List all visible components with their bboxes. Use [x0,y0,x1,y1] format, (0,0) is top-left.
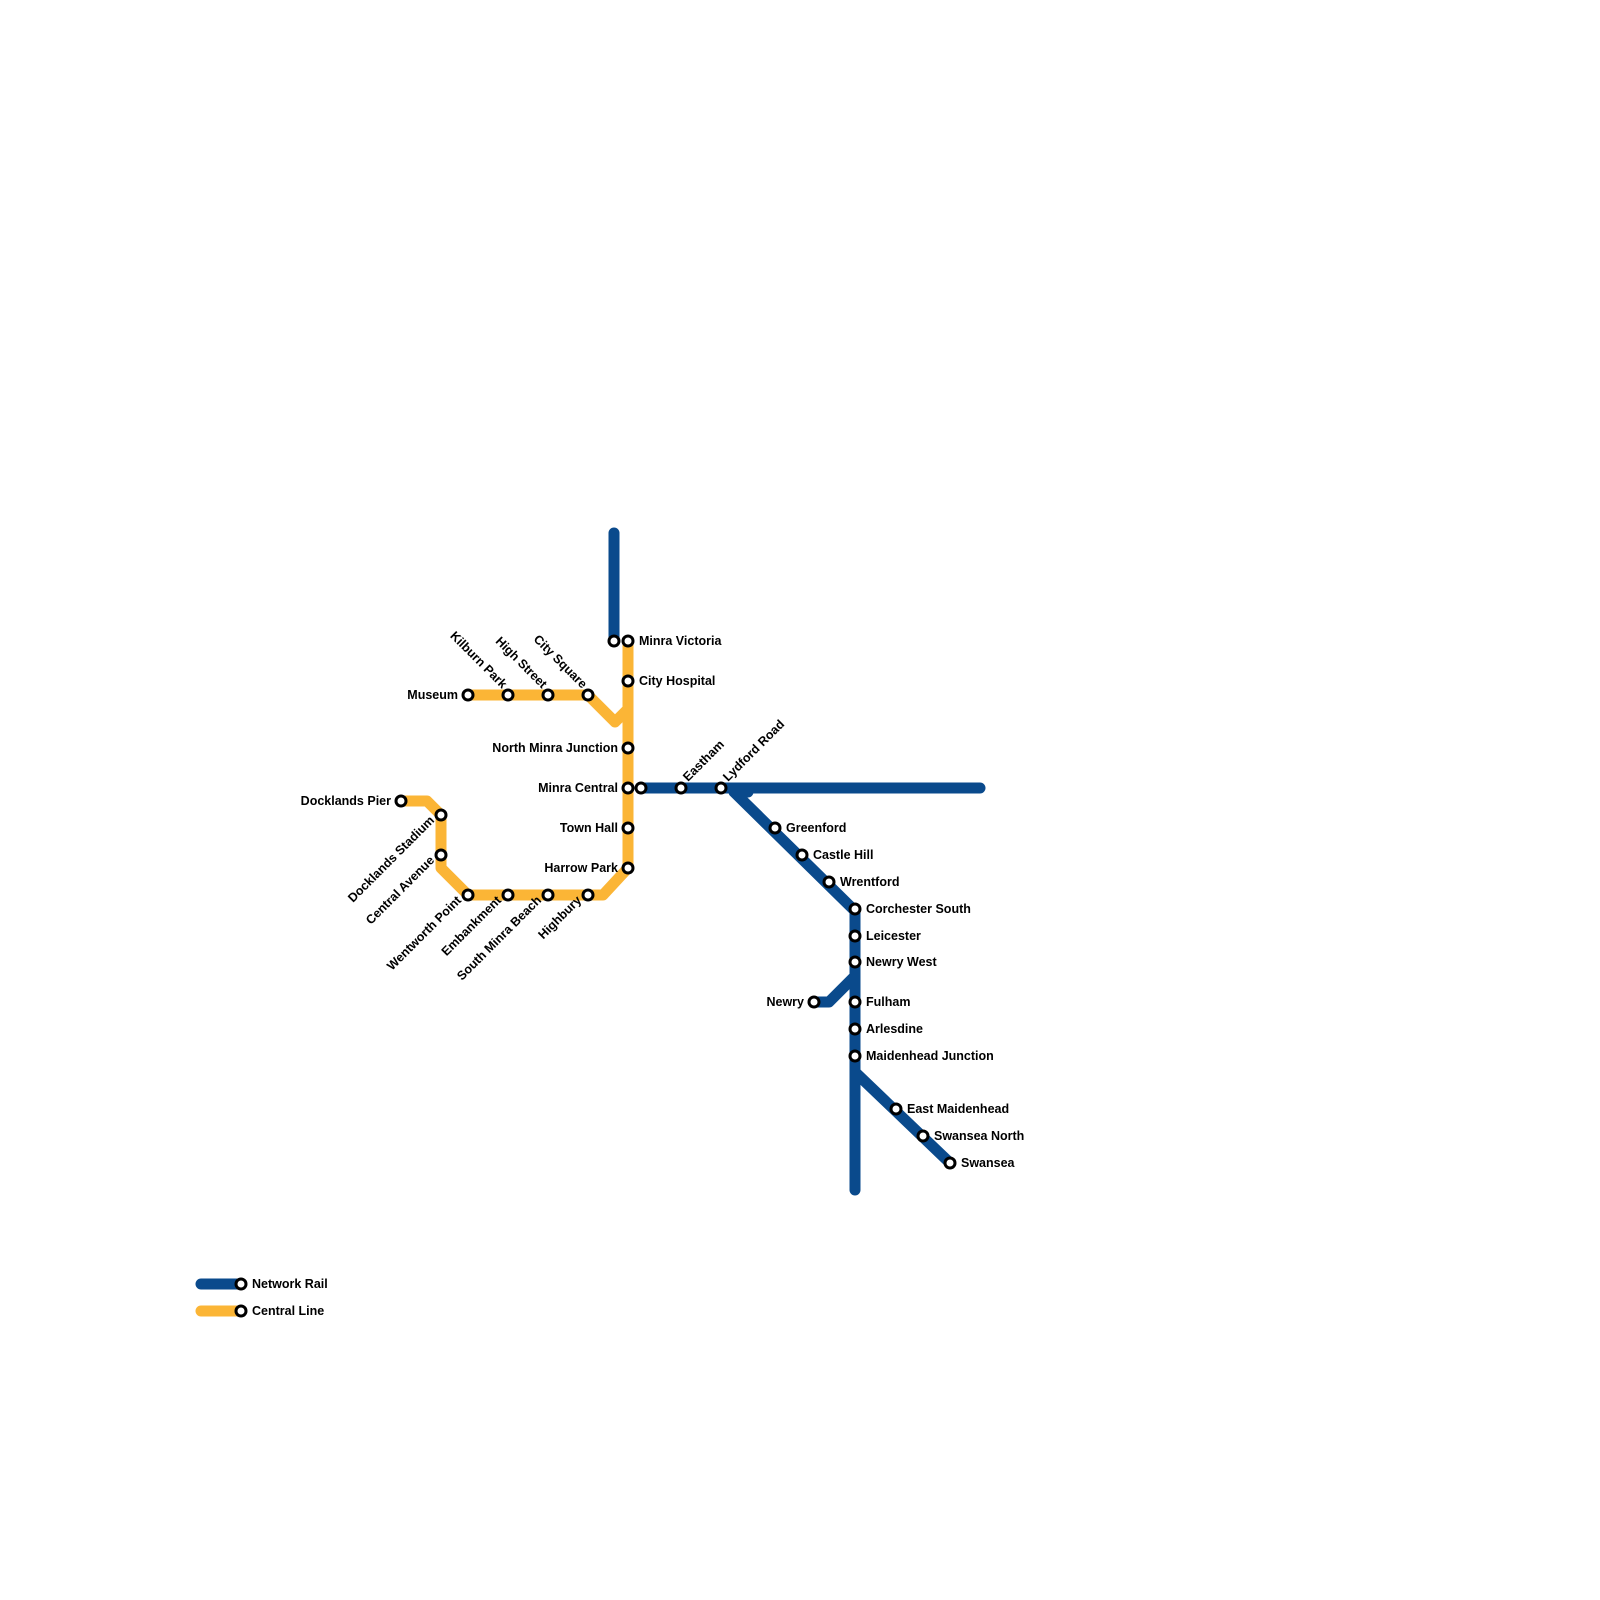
legend-label-central-line: Central Line [252,1304,324,1318]
station-maidenhead-junction[interactable] [848,1049,862,1063]
station-wentworth-point[interactable] [461,888,475,902]
station-kilburn-park[interactable] [501,688,515,702]
label-museum: Museum [407,688,458,702]
station-wrentford[interactable] [822,875,836,889]
station-highbury[interactable] [581,888,595,902]
station-newry[interactable] [807,995,821,1009]
legend-station-central-line [234,1304,248,1318]
label-north-minra-junction: North Minra Junction [492,741,618,755]
station-harrow-park[interactable] [621,861,635,875]
station-high-street[interactable] [541,688,555,702]
legend-station-network-rail [234,1277,248,1291]
station-museum[interactable] [461,688,475,702]
label-newry-west: Newry West [866,955,937,969]
label-city-hospital: City Hospital [639,674,715,688]
label-wentworth-point: Wentworth Point [384,893,465,974]
label-swansea-north: Swansea North [934,1129,1024,1143]
station-docklands-stadium[interactable] [434,808,448,822]
label-docklands-pier: Docklands Pier [301,794,391,808]
station-castle-hill[interactable] [795,848,809,862]
legend: Network Rail Central Line [195,1277,328,1318]
station-minra-central-nr[interactable] [634,781,648,795]
stations [394,634,957,1170]
label-minra-victoria: Minra Victoria [639,634,722,648]
network-rail-newry-branch [808,970,861,1008]
label-wrentford: Wrentford [840,875,900,889]
label-harrow-park: Harrow Park [544,861,618,875]
station-east-maidenhead[interactable] [889,1102,903,1116]
label-lydford-road: Lydford Road [720,717,787,784]
station-central-avenue[interactable] [434,848,448,862]
station-eastham[interactable] [674,781,688,795]
label-central-avenue: Central Avenue [363,853,437,927]
label-leicester: Leicester [866,929,921,943]
label-newry: Newry [766,995,804,1009]
legend-label-network-rail: Network Rail [252,1277,328,1291]
label-eastham: Eastham [680,737,727,784]
station-minra-victoria[interactable] [621,634,635,648]
label-maidenhead-junction: Maidenhead Junction [866,1049,994,1063]
station-fulham[interactable] [848,995,862,1009]
station-city-hospital[interactable] [621,674,635,688]
label-east-maidenhead: East Maidenhead [907,1102,1009,1116]
label-swansea: Swansea [961,1156,1016,1170]
station-north-minra-junction[interactable] [621,741,635,755]
label-greenford: Greenford [786,821,846,835]
label-town-hall: Town Hall [560,821,618,835]
station-city-square[interactable] [581,688,595,702]
station-minra-victoria-nr[interactable] [607,634,621,648]
label-corchester-south: Corchester South [866,902,971,916]
station-embankment[interactable] [501,888,515,902]
station-south-minra-beach[interactable] [541,888,555,902]
station-labels: Museum Kilburn Park High Street City Squ… [301,629,1025,1170]
station-swansea[interactable] [943,1156,957,1170]
label-fulham: Fulham [866,995,910,1009]
label-arlesdine: Arlesdine [866,1022,923,1036]
station-town-hall[interactable] [621,821,635,835]
station-minra-central[interactable] [621,781,635,795]
station-leicester[interactable] [848,929,862,943]
network-rail-routes [608,527,986,1196]
network-rail-swansea-branch [849,1066,956,1169]
station-arlesdine[interactable] [848,1022,862,1036]
station-docklands-pier[interactable] [394,794,408,808]
label-minra-central: Minra Central [538,781,618,795]
station-corchester-south[interactable] [848,902,862,916]
station-newry-west[interactable] [848,955,862,969]
station-greenford[interactable] [768,821,782,835]
label-castle-hill: Castle Hill [813,848,873,862]
station-lydford-road[interactable] [714,781,728,795]
station-swansea-north[interactable] [916,1129,930,1143]
